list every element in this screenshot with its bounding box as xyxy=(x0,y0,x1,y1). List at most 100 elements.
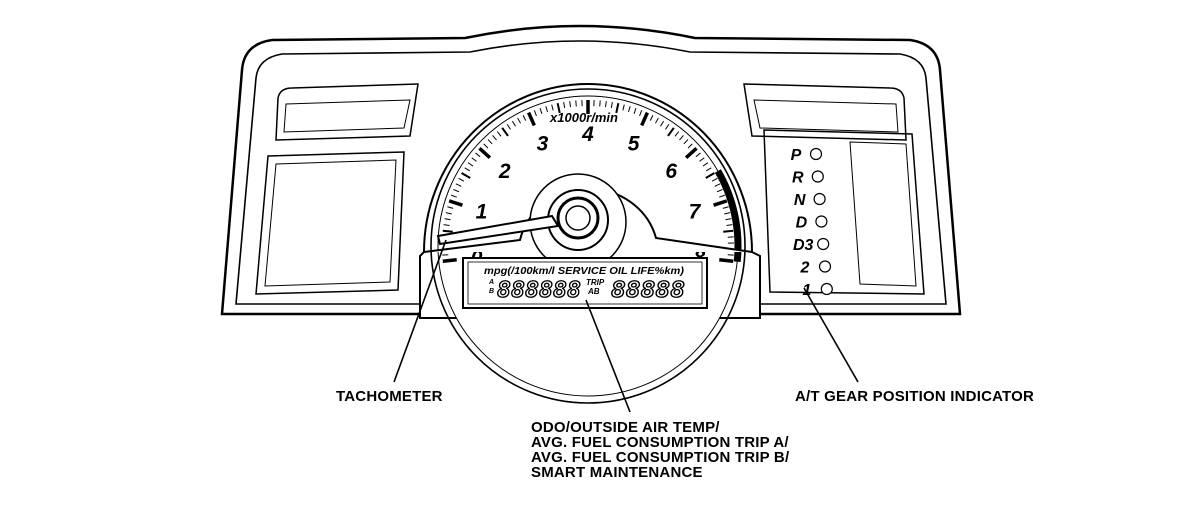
right-upper-panel xyxy=(743,83,907,141)
tachometer-minor-tick xyxy=(458,177,465,182)
tachometer-minor-tick xyxy=(492,135,497,141)
tachometer-minor-tick xyxy=(622,104,625,111)
tachometer-needle xyxy=(436,214,560,246)
gear-indicator-lamp xyxy=(820,282,833,296)
lcd-display-inner xyxy=(467,261,703,305)
tachometer-tick-label: 6 xyxy=(665,160,677,183)
tachometer-minor-tick xyxy=(475,152,481,158)
callout-odo-line: AVG. FUEL CONSUMPTION TRIP A/ xyxy=(531,434,789,451)
tachometer-minor-tick xyxy=(461,172,471,179)
gear-label-d: D xyxy=(796,215,808,232)
tachometer-minor-tick xyxy=(615,102,620,114)
gear-indicator-lamp xyxy=(818,260,832,273)
tachometer-minor-tick xyxy=(667,127,675,137)
tachometer-minor-tick xyxy=(714,183,721,187)
cluster-housing-inner xyxy=(235,40,947,305)
gear-label-d3: D3 xyxy=(793,237,814,254)
tachometer-minor-tick xyxy=(610,101,613,109)
left-lower-panel-inner xyxy=(264,159,397,287)
tachometer-minor-tick xyxy=(716,188,723,193)
tachometer-minor-tick xyxy=(679,135,684,141)
tachometer-tick-label: 3 xyxy=(537,133,549,156)
tachometer-minor-tick xyxy=(702,162,709,167)
tachometer-minor-tick xyxy=(627,106,631,113)
tachometer-minor-tick xyxy=(695,152,701,158)
tachometer-major-tick xyxy=(442,258,457,264)
gear-label-r: R xyxy=(792,170,804,187)
gear-label-2: 2 xyxy=(800,260,810,277)
tachometer-minor-tick xyxy=(551,104,554,111)
tachometer-minor-tick xyxy=(453,188,460,193)
tachometer-minor-tick xyxy=(501,127,509,137)
tachometer-minor-tick xyxy=(467,162,474,167)
tachometer-minor-tick xyxy=(563,101,566,109)
tachometer-major-tick xyxy=(640,111,649,127)
tachometer-major-tick xyxy=(684,147,698,159)
lcd-display-frame xyxy=(462,257,708,309)
tachometer-dial-ring xyxy=(430,88,746,404)
lcd-trip-ab: AB xyxy=(587,287,600,296)
gear-indicator-lamp xyxy=(815,215,828,228)
tachometer-tick-label: 1 xyxy=(476,200,488,223)
right-lower-panel-inner xyxy=(849,141,917,287)
left-upper-panel xyxy=(275,83,419,141)
tachometer-minor-tick xyxy=(723,229,734,233)
gear-label-n: N xyxy=(794,192,806,209)
tachometer-minor-tick xyxy=(511,120,516,127)
tachometer-tick-label: 4 xyxy=(581,123,594,146)
tachometer-minor-tick xyxy=(649,115,654,121)
tachometer-unit-label: x1000r/min xyxy=(549,110,618,125)
callout-odo-line: SMART MAINTENANCE xyxy=(531,464,703,481)
tachometer-tick-label: 7 xyxy=(689,200,702,223)
tachometer-minor-tick xyxy=(725,218,732,221)
tachometer-minor-tick xyxy=(705,172,715,179)
tachometer-minor-tick xyxy=(722,206,729,209)
tachometer-minor-tick xyxy=(711,177,718,182)
gear-indicator-lamp xyxy=(811,170,824,183)
tachometer-minor-tick xyxy=(533,110,537,117)
tachometer-minor-tick xyxy=(687,143,693,149)
tachometer-minor-tick xyxy=(450,194,457,198)
tachometer-minor-tick xyxy=(569,101,571,108)
tachometer-minor-tick xyxy=(445,212,452,215)
lcd-header: mpg(/100km/l SERVICE OIL LIFE%km) xyxy=(484,266,685,277)
tachometer-minor-tick xyxy=(599,100,601,107)
tachometer-redline-band xyxy=(714,169,742,263)
lcd-left-digits: 888888 xyxy=(497,278,581,303)
lcd-prefix-a: A xyxy=(488,279,494,286)
tachometer-minor-tick xyxy=(447,206,454,209)
leader-line-tachometer xyxy=(393,239,447,383)
gear-indicator-lamp xyxy=(817,237,830,251)
callout-odo-display: ODO/OUTSIDE AIR TEMP/ AVG. FUEL CONSUMPT… xyxy=(531,420,789,480)
tachometer-minor-tick xyxy=(539,107,543,114)
callout-gear-position-indicator: A/T GEAR POSITION INDICATOR xyxy=(795,388,1035,405)
tachometer-minor-tick xyxy=(471,157,477,162)
lcd-prefix-b: B xyxy=(489,288,494,295)
callout-tachometer: TACHOMETER xyxy=(336,388,443,405)
tachometer-minor-tick xyxy=(575,100,577,107)
tachometer-minor-tick xyxy=(705,167,712,172)
tachometer-minor-tick xyxy=(674,131,680,137)
tachometer-minor-tick xyxy=(455,183,462,187)
gear-indicator-lamp xyxy=(809,147,823,161)
tachometer-minor-tick xyxy=(443,224,450,227)
tachometer-major-tick xyxy=(719,258,734,264)
tachometer-minor-tick xyxy=(655,117,659,124)
tachometer-minor-tick xyxy=(665,124,670,130)
leader-line-gear xyxy=(803,287,859,383)
callout-odo-line: AVG. FUEL CONSUMPTION TRIP B/ xyxy=(531,449,790,466)
gear-label-1: 1 xyxy=(802,282,811,299)
tachometer-major-tick xyxy=(527,111,536,127)
tachometer-minor-tick xyxy=(464,167,471,172)
tachometer-minor-tick xyxy=(683,139,689,145)
tachometer-minor-tick xyxy=(487,139,493,145)
hub-center xyxy=(565,205,591,231)
tachometer-tick-label: 2 xyxy=(498,160,511,183)
tachometer-minor-tick xyxy=(444,218,451,221)
tachometer-major-tick xyxy=(712,199,728,207)
tachometer-minor-tick xyxy=(483,143,489,149)
tachometer-minor-tick xyxy=(522,115,527,121)
tachometer-major-tick xyxy=(448,199,464,207)
tachometer-minor-tick xyxy=(719,194,726,198)
